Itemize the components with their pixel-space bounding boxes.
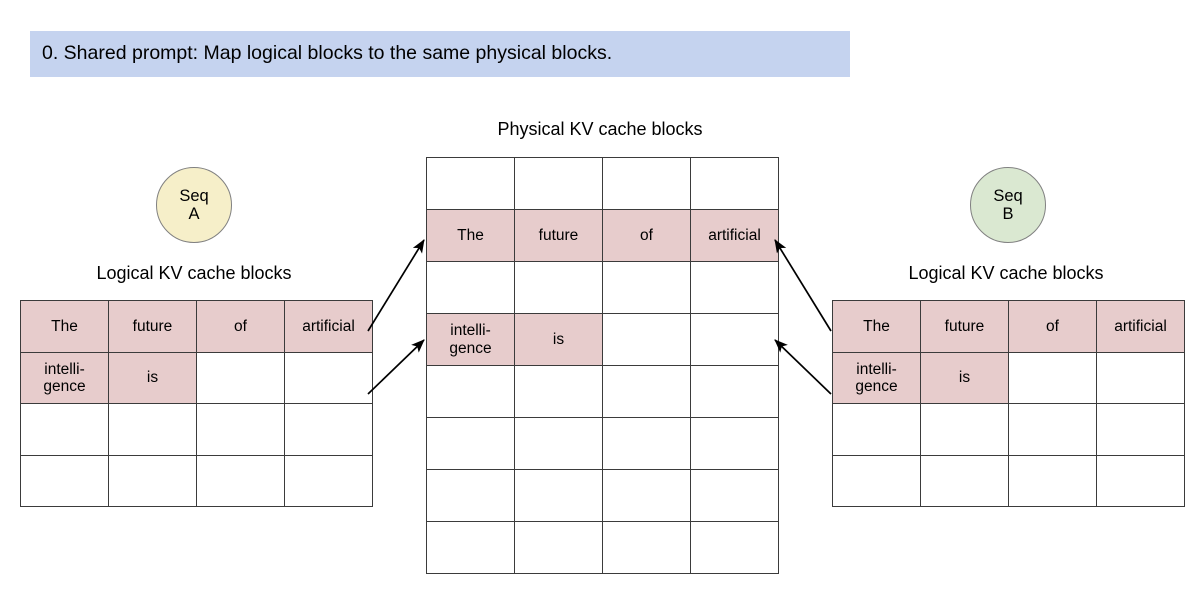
kv-block-cell — [196, 351, 285, 404]
kv-block-cell — [1008, 351, 1097, 404]
seq-a-label-line1: Seq — [179, 186, 209, 205]
kv-block-cell — [196, 403, 285, 456]
kv-block-row — [20, 454, 373, 507]
kv-block-cell: The — [20, 300, 109, 353]
kv-block-cell — [426, 469, 515, 522]
kv-block-cell — [602, 365, 691, 418]
kv-block-cell — [832, 454, 921, 507]
kv-block-cell — [920, 403, 1009, 456]
kv-block-cell — [1096, 351, 1185, 404]
kv-block-cell: of — [1008, 300, 1097, 353]
seq-b-label-line1: Seq — [993, 186, 1023, 205]
kv-block-cell — [1008, 454, 1097, 507]
kv-block-cell — [602, 469, 691, 522]
kv-block-cell — [108, 454, 197, 507]
kv-block-cell — [690, 157, 779, 210]
kv-block-row — [426, 469, 779, 522]
seq-a-block1-to-physical-row4 — [367, 339, 425, 395]
kv-block-row — [832, 403, 1185, 456]
kv-block-cell: intelli-gence — [832, 351, 921, 404]
kv-block-cell — [284, 403, 373, 456]
kv-block-cell — [1008, 403, 1097, 456]
kv-block-cell — [514, 417, 603, 470]
kv-block-cell — [690, 365, 779, 418]
kv-block-cell — [602, 157, 691, 210]
kv-block-cell — [514, 365, 603, 418]
kv-block-cell — [284, 454, 373, 507]
seq-a-block0-to-physical-row2 — [367, 239, 425, 332]
seq-b-block0-to-physical-row2 — [774, 239, 832, 332]
kv-block-cell — [514, 469, 603, 522]
kv-block-cell: is — [108, 351, 197, 404]
kv-block-cell — [426, 521, 515, 574]
kv-block-cell — [426, 157, 515, 210]
kv-block-cell: artificial — [690, 209, 779, 262]
kv-block-cell — [602, 313, 691, 366]
kv-block-cell: future — [108, 300, 197, 353]
kv-block-cell — [284, 351, 373, 404]
kv-block-cell: is — [514, 313, 603, 366]
kv-block-cell — [690, 521, 779, 574]
kv-block-cell — [602, 261, 691, 314]
kv-block-row — [426, 365, 779, 418]
kv-block-cell — [426, 365, 515, 418]
kv-block-cell — [1096, 403, 1185, 456]
kv-block-cell: artificial — [284, 300, 373, 353]
physical-caption: Physical KV cache blocks — [497, 119, 703, 139]
kv-block-row — [426, 521, 779, 574]
kv-block-cell — [20, 403, 109, 456]
kv-block-cell — [426, 417, 515, 470]
kv-block-cell: future — [514, 209, 603, 262]
seq-b-label-line2: B — [1002, 205, 1014, 223]
kv-block-cell — [514, 521, 603, 574]
kv-block-cell: future — [920, 300, 1009, 353]
kv-block-cell — [832, 403, 921, 456]
kv-block-cell — [690, 417, 779, 470]
kv-block-cell — [20, 454, 109, 507]
kv-block-row — [20, 403, 373, 456]
kv-block-row — [832, 454, 1185, 507]
seq-b-block1-to-physical-row4 — [774, 339, 832, 395]
logical-right-caption: Logical KV cache blocks — [908, 263, 1104, 283]
kv-block-cell: is — [920, 351, 1009, 404]
kv-block-cell — [196, 454, 285, 507]
kv-block-cell — [602, 521, 691, 574]
kv-block-cell: of — [602, 209, 691, 262]
step-banner-text: 0. Shared prompt: Map logical blocks to … — [42, 42, 613, 65]
kv-block-cell — [602, 417, 691, 470]
kv-block-cell — [1096, 454, 1185, 507]
kv-block-cell — [514, 157, 603, 210]
kv-block-cell — [426, 261, 515, 314]
logical-left-caption: Logical KV cache blocks — [96, 263, 292, 283]
kv-block-cell — [108, 403, 197, 456]
kv-block-cell — [514, 261, 603, 314]
kv-block-cell: intelli-gence — [20, 351, 109, 404]
kv-block-cell — [690, 313, 779, 366]
kv-block-cell: of — [196, 300, 285, 353]
kv-block-cell: intelli-gence — [426, 313, 515, 366]
kv-block-cell: The — [426, 209, 515, 262]
kv-block-row — [426, 157, 779, 210]
kv-block-cell — [920, 454, 1009, 507]
step-banner: 0. Shared prompt: Map logical blocks to … — [30, 31, 850, 77]
kv-block-row — [426, 261, 779, 314]
kv-block-row — [426, 417, 779, 470]
seq-a-badge: Seq A — [156, 167, 232, 243]
kv-block-cell: artificial — [1096, 300, 1185, 353]
kv-block-cell: The — [832, 300, 921, 353]
kv-block-cell — [690, 469, 779, 522]
kv-block-cell — [690, 261, 779, 314]
seq-a-label-line2: A — [188, 205, 200, 223]
seq-b-badge: Seq B — [970, 167, 1046, 243]
